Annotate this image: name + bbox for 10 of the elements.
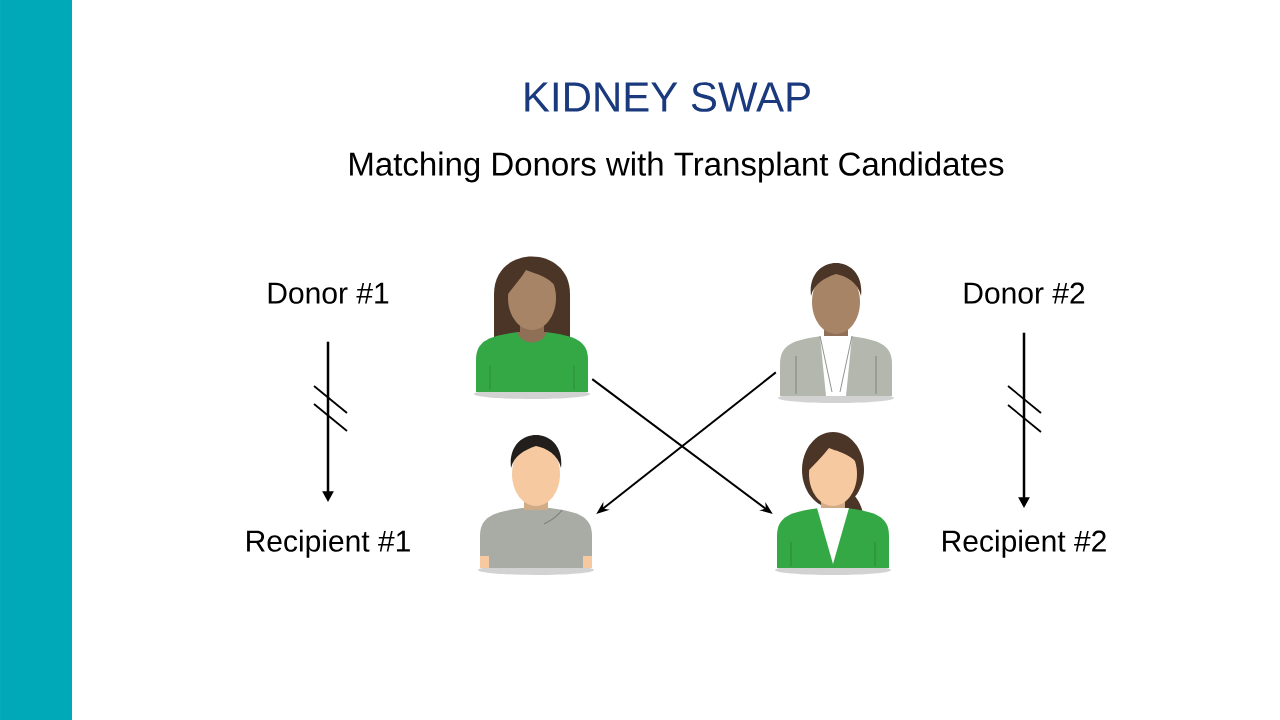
- role-label: Donor #2: [964, 282, 1085, 304]
- man-drawing: [778, 263, 894, 403]
- role-label: Recipient #1: [247, 529, 410, 558]
- man-drawing: [478, 435, 594, 575]
- woman-drawing: [775, 432, 891, 575]
- subtitle: Matching Donors with Transplant Candidates: [350, 151, 1004, 183]
- role-label: Recipient #2: [943, 529, 1106, 558]
- title: KIDNEY SWAP: [525, 82, 810, 112]
- woman-drawing: [474, 256, 590, 399]
- role-label: Donor #1: [268, 282, 389, 304]
